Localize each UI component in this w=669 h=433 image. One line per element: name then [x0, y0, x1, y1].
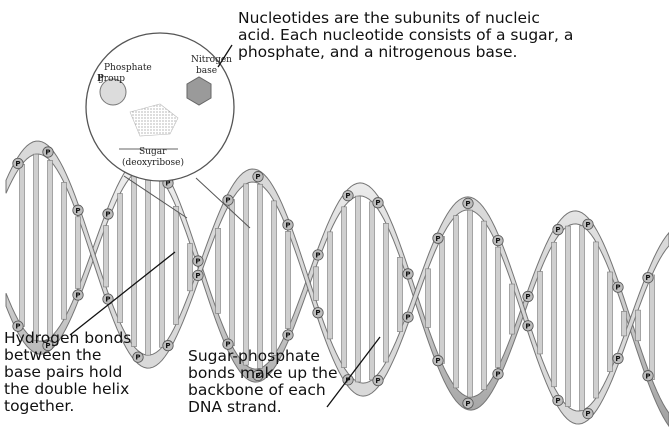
base-pair	[76, 217, 81, 289]
phosphate-symbol: P	[255, 173, 260, 181]
inset-sugar-label-line2: (deoxyribose)	[122, 157, 184, 168]
base-pair	[216, 228, 221, 313]
base-pair	[426, 269, 431, 328]
base-pair	[20, 164, 25, 326]
caption-nucleotides-line: Nucleotides are the subunits of nucleic	[238, 10, 573, 27]
phosphate-symbol: P	[495, 237, 500, 245]
base-pair	[258, 184, 263, 368]
caption-hydrogen-bonds: Hydrogen bonds between the base pairs ho…	[4, 330, 131, 415]
caption-sugar-phosphate-line: Sugar-phosphate	[188, 348, 338, 365]
base-pair	[244, 184, 249, 365]
base-pair	[650, 275, 655, 380]
phosphate-symbol: P	[315, 309, 320, 317]
phosphate-symbol: P	[405, 270, 410, 278]
base-pair	[580, 226, 585, 411]
base-pair	[48, 160, 53, 337]
phosphate-symbol: P	[285, 221, 290, 229]
phosphate-symbol: P	[105, 296, 110, 304]
base-pair	[496, 247, 501, 367]
inset-phosphate-symbol: P	[97, 74, 104, 84]
base-pair	[230, 200, 235, 346]
base-pair	[440, 236, 445, 363]
caption-sugar-phosphate-line: bonds make up the	[188, 365, 338, 382]
phosphate-symbol: P	[345, 192, 350, 200]
base-pair	[622, 311, 627, 336]
base-pair	[510, 284, 515, 334]
caption-hydrogen-bonds-line: together.	[4, 398, 131, 415]
base-pair	[62, 182, 67, 319]
phosphate-symbol: P	[555, 226, 560, 234]
base-pair	[454, 216, 459, 388]
phosphate-symbol: P	[645, 274, 650, 282]
phosphate-symbol: P	[135, 354, 140, 362]
caption-hydrogen-bonds-line: Hydrogen bonds	[4, 330, 131, 347]
phosphate-symbol: P	[375, 199, 380, 207]
phosphate-symbol: P	[375, 377, 380, 385]
caption-nucleotides-line: acid. Each nucleotide consists of a suga…	[238, 27, 573, 44]
base-pair	[356, 196, 361, 382]
phosphate-symbol: P	[615, 355, 620, 363]
phosphate-symbol: P	[495, 370, 500, 378]
caption-sugar-phosphate-line: backbone of each	[188, 382, 338, 399]
phosphate-symbol: P	[195, 258, 200, 266]
base-pair	[370, 202, 375, 380]
base-pair	[594, 242, 599, 398]
base-pair	[314, 267, 319, 301]
caption-hydrogen-bonds-line: base pairs hold	[4, 364, 131, 381]
caption-hydrogen-bonds-line: the double helix	[4, 381, 131, 398]
base-pair	[342, 207, 347, 368]
phosphate-symbol: P	[615, 284, 620, 292]
base-pair	[118, 194, 123, 323]
phosphate-symbol: P	[555, 397, 560, 405]
base-pair	[552, 242, 557, 387]
caption-sugar-phosphate-line: DNA strand.	[188, 399, 338, 416]
base-pair	[482, 221, 487, 390]
base-pair	[188, 244, 193, 291]
phosphate-symbol: P	[435, 235, 440, 243]
base-pair	[174, 206, 179, 324]
phosphate-symbol: P	[525, 322, 530, 330]
phosphate-symbol: P	[45, 149, 50, 157]
inset-nitrogen-label-line2: base	[196, 66, 217, 76]
phosphate-symbol: P	[105, 211, 110, 219]
base-pair	[328, 232, 333, 339]
caption-nucleotides-line: phosphate, and a nitrogenous base.	[238, 44, 573, 61]
phosphate-symbol: P	[225, 197, 230, 205]
base-pair	[636, 310, 641, 341]
phosphate-symbol: P	[585, 221, 590, 229]
phosphate-symbol: P	[195, 272, 200, 280]
phosphate-symbol: P	[645, 372, 650, 380]
caption-sugar-phosphate: Sugar-phosphate bonds make up the backbo…	[188, 348, 338, 416]
inset-sugar-label-line1: Sugar	[139, 147, 167, 157]
base-pair	[566, 226, 571, 407]
base-pair	[608, 272, 613, 372]
base-pair	[538, 271, 543, 353]
phosphate-symbol: P	[405, 314, 410, 322]
phosphate-symbol: P	[285, 332, 290, 340]
phosphate-symbol: P	[435, 357, 440, 365]
base-pair	[286, 231, 291, 328]
base-pair	[468, 210, 473, 397]
phosphate-symbol: P	[15, 160, 20, 168]
phosphate-symbol: P	[315, 251, 320, 259]
inset-phosphate-label-line1: Phosphate	[104, 63, 152, 73]
inset-nitrogen-label-line1: Nitrogen	[191, 55, 232, 65]
phosphate-symbol: P	[165, 342, 170, 350]
phosphate-symbol: P	[525, 293, 530, 301]
phosphate-symbol: P	[465, 200, 470, 208]
base-pair	[132, 173, 137, 346]
base-pair	[104, 226, 109, 287]
base-pair	[34, 154, 39, 340]
base-pair	[384, 223, 389, 362]
phosphate-symbol: P	[75, 292, 80, 300]
caption-nucleotides: Nucleotides are the subunits of nucleic …	[238, 10, 573, 61]
phosphate-symbol: P	[75, 207, 80, 215]
base-pair	[146, 168, 151, 355]
base-pair	[272, 201, 277, 356]
phosphate-symbol: P	[585, 410, 590, 418]
caption-hydrogen-bonds-line: between the	[4, 347, 131, 364]
phosphate-symbol: P	[465, 400, 470, 408]
base-pair	[398, 257, 403, 331]
